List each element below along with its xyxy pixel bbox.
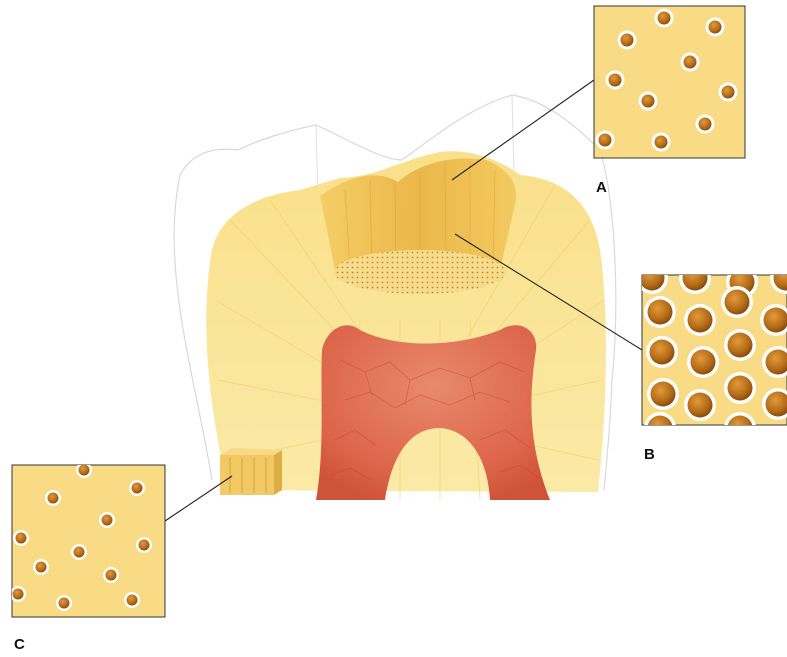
dentin-tubule-icon [681,53,700,72]
dentin-tubule-icon [636,262,668,294]
dentin-tubule-icon [606,71,625,90]
leader-line-a [452,80,594,180]
root-sample-block [220,448,282,495]
dentin-tubule-icon [684,304,716,336]
cavity-floor [334,250,506,294]
dentin-tubule-icon [684,389,716,421]
inset-c [10,462,165,617]
dentin-tubule-icon [724,329,756,361]
dentin-tubule-icon [696,115,715,134]
dentin-tubule-icon [76,462,92,478]
dentin-tubule-icon [721,286,753,318]
dentin-tubule-icon [724,372,756,404]
dentin-tubule-icon [646,336,678,368]
dentin-tubule-icon [56,595,72,611]
label-b: B [644,446,655,463]
dentin-tubule-icon [719,83,738,102]
dentin-tubule-icon [706,18,725,37]
dentin-tubule-icon [655,9,674,28]
dentin-tubule-icon [10,586,26,602]
tooth-cusp-line [512,95,514,175]
dentin-tubule-icon [124,592,140,608]
label-c: C [14,636,25,653]
dentin-tubule-icon [639,92,658,111]
dentin-tubule-icon [71,544,87,560]
dentin-tubule-icon [129,480,145,496]
inset-a [594,6,745,158]
dentin-tubule-icon [687,346,719,378]
dentin-tubule-icon [652,133,671,152]
dentin-tubule-icon [724,412,756,444]
dentin-tubule-icon [45,490,61,506]
label-a: A [596,179,607,196]
dentin-tubule-icon [618,31,637,50]
dentin-tubule-icon [136,537,152,553]
dentin-tubule-icon [33,559,49,575]
leader-line-c [165,476,232,521]
dentin-tubule-icon [647,378,679,410]
dentin-tubule-icon [644,296,676,328]
dentin-tubule-icon [679,262,711,294]
dentin-tubule-icon [644,412,676,444]
dentin-tubule-icon [13,530,29,546]
dentin-tubule-icon [103,567,119,583]
inset-b [636,262,787,444]
dentin-tubule-icon [99,512,115,528]
dentin-tubule-icon [596,131,615,150]
